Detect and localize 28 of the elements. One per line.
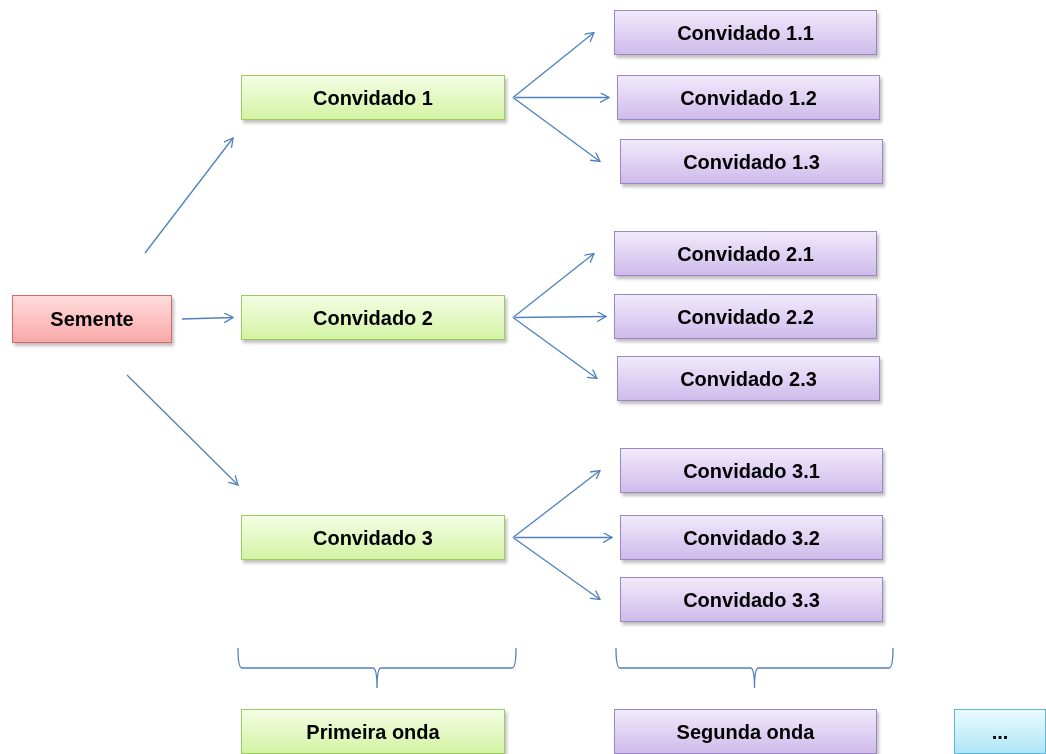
arrow — [512, 252, 595, 319]
arrow — [514, 310, 607, 323]
process-box: Convidado 3.2 — [620, 515, 883, 560]
process-box: ... — [954, 709, 1046, 754]
arrow — [514, 531, 613, 544]
process-box: Convidado 1.3 — [620, 139, 883, 184]
process-box: Convidado 1.1 — [614, 10, 877, 55]
process-box: Convidado 1.2 — [617, 75, 880, 120]
process-box: Primeira onda — [241, 709, 505, 754]
process-box: Segunda onda — [614, 709, 877, 754]
arrow — [512, 469, 601, 539]
process-box: Convidado 2.1 — [614, 231, 877, 276]
process-box: Convidado 3 — [241, 515, 505, 560]
arrow — [512, 536, 601, 601]
process-box: Convidado 2.3 — [617, 356, 880, 401]
arrow — [144, 137, 234, 254]
process-box: Convidado 2.2 — [614, 294, 877, 339]
process-box: Convidado 1 — [241, 75, 505, 120]
arrow — [512, 31, 595, 99]
process-box: Convidado 2 — [241, 295, 505, 340]
arrow — [181, 312, 234, 324]
process-box: Convidado 3.3 — [620, 577, 883, 622]
arrow — [514, 91, 610, 104]
process-box: Semente — [12, 295, 172, 343]
arrow — [512, 316, 598, 380]
arrow — [512, 96, 601, 163]
arrow — [126, 374, 239, 486]
process-box: Convidado 3.1 — [620, 448, 883, 493]
